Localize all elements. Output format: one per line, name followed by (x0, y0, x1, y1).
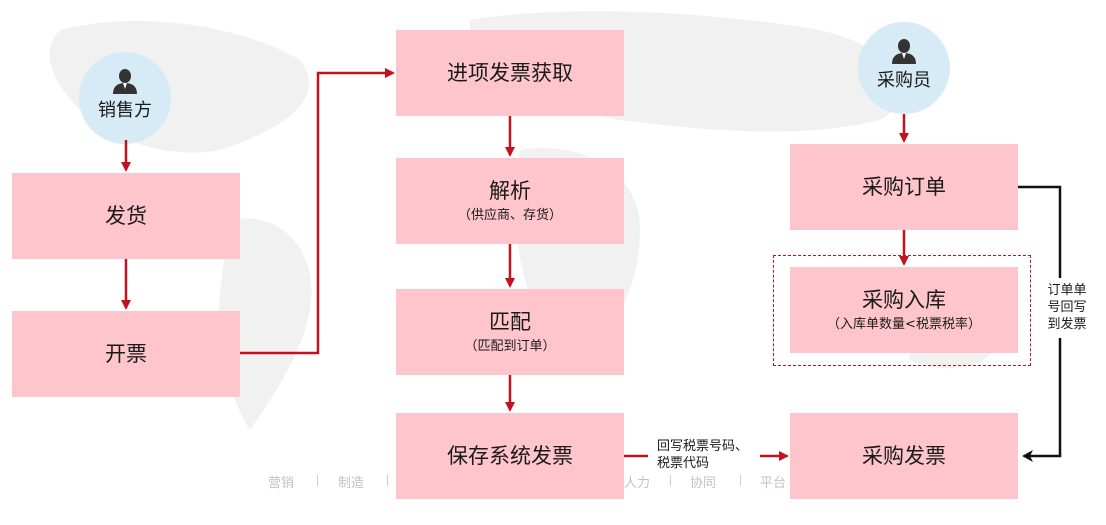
person-icon (113, 69, 137, 94)
node-input-invoice: 进项发票获取 (396, 30, 624, 116)
footer-separator (387, 475, 388, 486)
actor-buyer: 采购员 (858, 22, 950, 114)
node-match: 匹配 （匹配到订单） (396, 289, 624, 375)
arrow-invoice-to-input (240, 68, 395, 355)
footer-item-manufacturing: 制造 (338, 476, 365, 491)
node-purchase-invoice: 采购发票 (790, 413, 1018, 499)
footer-item-collaboration: 协同 (690, 476, 717, 491)
footer-separator (670, 475, 671, 486)
node-inbound: 采购入库 （入库单数量<税票税率） (790, 267, 1018, 353)
node-invoice-issue: 开票 (12, 311, 240, 397)
node-inbound-sublabel: （入库单数量<税票税率） (827, 317, 981, 332)
node-purchase-order-label: 采购订单 (862, 175, 946, 199)
actor-seller-label: 销售方 (98, 100, 152, 121)
arrow-order-back-b (1022, 338, 1062, 462)
arrow-order-back-a (1018, 185, 1062, 278)
node-purchase-invoice-label: 采购发票 (862, 444, 946, 468)
footer-item-marketing: 营销 (268, 476, 295, 491)
node-parse-sublabel: （供应商、存货） (457, 208, 562, 223)
person-icon (892, 39, 916, 64)
note-writeback: 回写税票号码、税票代码 (657, 439, 749, 471)
note-order-back: 订单单号回写到发票 (1047, 283, 1087, 332)
footer-item-hr: 人力 (624, 476, 651, 491)
node-ship-label: 发货 (105, 204, 147, 228)
node-match-label: 匹配 (489, 310, 531, 334)
actor-seller: 销售方 (79, 52, 171, 144)
node-save-label: 保存系统发票 (447, 444, 573, 468)
node-input-invoice-label: 进项发票获取 (447, 61, 573, 85)
inbound-dashed-frame (773, 255, 1031, 366)
footer-item-platform: 平台 (760, 476, 787, 491)
node-ship: 发货 (12, 173, 240, 259)
node-parse: 解析 （供应商、存货） (396, 158, 624, 244)
node-purchase-order: 采购订单 (790, 144, 1018, 230)
node-invoice-issue-label: 开票 (105, 342, 147, 366)
footer-separator (740, 475, 741, 486)
footer-separator (317, 475, 318, 486)
node-match-sublabel: （匹配到订单） (464, 339, 556, 354)
node-parse-label: 解析 (489, 179, 531, 203)
node-inbound-label: 采购入库 (862, 288, 946, 312)
node-save: 保存系统发票 (396, 413, 624, 499)
actor-buyer-label: 采购员 (877, 70, 931, 91)
